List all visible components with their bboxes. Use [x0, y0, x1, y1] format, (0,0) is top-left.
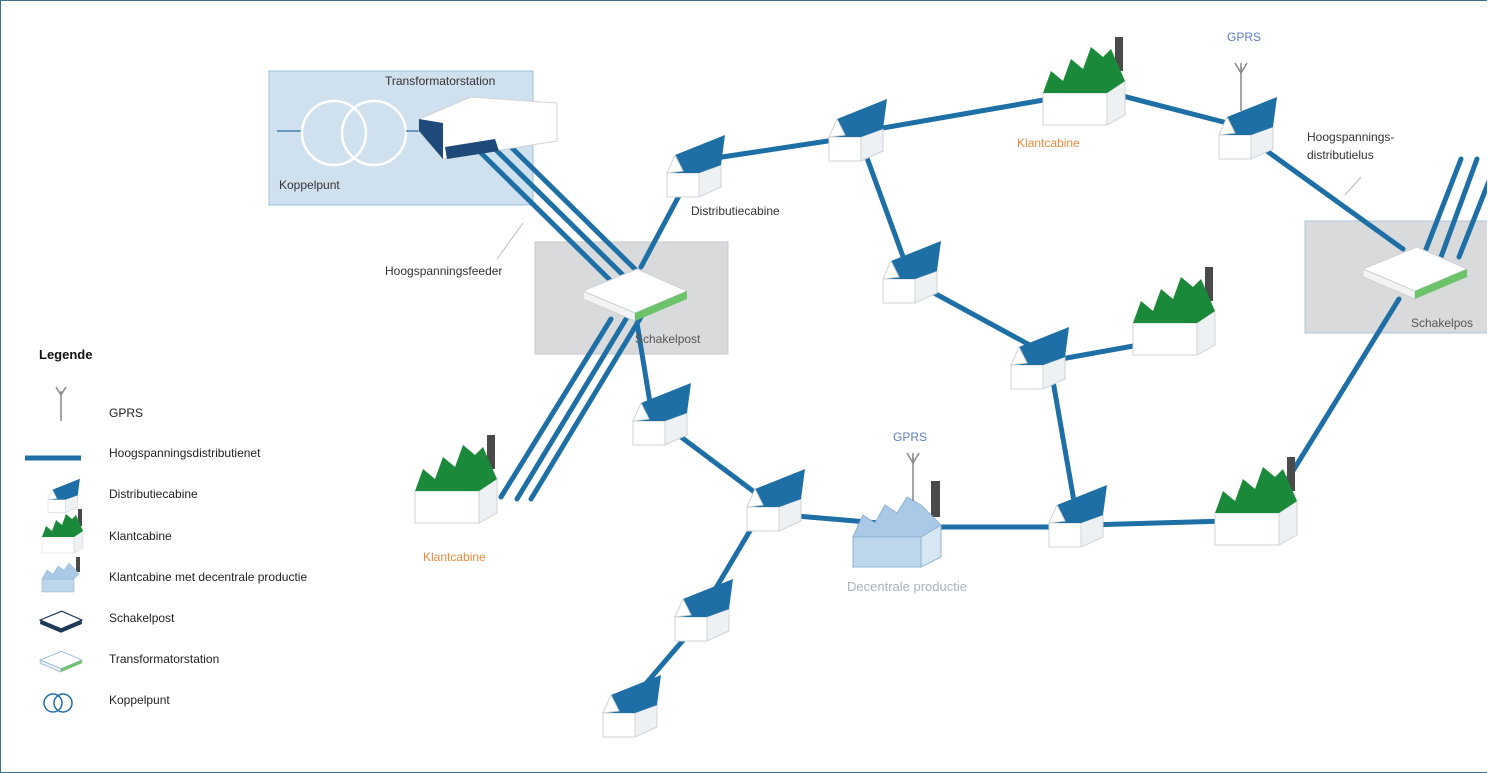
decentral-production-icon — [41, 557, 80, 593]
distribution-cabin — [1010, 326, 1070, 390]
gprs-antenna-icon — [55, 386, 67, 421]
loop-leader-line — [1344, 176, 1362, 196]
distribution-cabin-icon — [47, 478, 81, 514]
switching-post-icon — [38, 610, 84, 633]
customer-cabin — [1214, 456, 1298, 546]
label-klantcabine-left: Klantcabine — [423, 550, 486, 564]
distribution-cabin — [666, 134, 726, 198]
legend: Legende GPRS Hoogspanningsdistributienet… — [25, 347, 307, 713]
customer-cabin — [1042, 36, 1126, 126]
legend-label-decentrale: Klantcabine met decentrale productie — [109, 570, 307, 584]
legend-label-gprs: GPRS — [109, 406, 143, 420]
coupling-point-icon — [43, 693, 73, 713]
label-hoogspanningsfeeder: Hoogspanningsfeeder — [385, 264, 502, 278]
legend-title: Legende — [39, 347, 92, 362]
legend-label-net: Hoogspanningsdistributienet — [109, 446, 261, 460]
feeder-leader-line — [496, 222, 524, 260]
distribution-cabin — [828, 98, 888, 162]
distribution-cabin — [746, 468, 806, 532]
legend-label-distributiecabine: Distributiecabine — [109, 487, 198, 501]
label-koppelpunt: Koppelpunt — [279, 178, 340, 192]
legend-label-schakelpost: Schakelpost — [109, 611, 175, 625]
legend-label-klantcabine: Klantcabine — [109, 529, 172, 543]
gprs-antenna-icon — [906, 452, 920, 502]
legend-label-koppelpunt: Koppelpunt — [109, 693, 170, 707]
distribution-cabin — [602, 674, 662, 738]
gprs-antenna-icon — [1234, 62, 1248, 112]
distribution-cabin — [1048, 484, 1108, 548]
label-hoogspannings-line1: Hoogspannings- — [1307, 130, 1394, 144]
distribution-cabin — [1218, 96, 1278, 160]
label-decentrale-productie: Decentrale productie — [847, 579, 967, 594]
customer-cabin — [1132, 266, 1216, 356]
label-transformatorstation: Transformatorstation — [385, 74, 495, 88]
label-hoogspannings-line2: distributielus — [1307, 148, 1374, 162]
label-klantcabine-top: Klantcabine — [1017, 136, 1080, 150]
transformer-station — [418, 96, 558, 160]
decentral-production-building — [852, 481, 942, 568]
customer-cabin-icon — [41, 508, 84, 554]
distribution-cabin — [632, 382, 692, 446]
distribution-cabin — [882, 240, 942, 304]
label-distributiecabine: Distributiecabine — [691, 204, 780, 218]
label-gprs-bottom: GPRS — [893, 430, 927, 444]
customer-cabin — [414, 434, 498, 524]
legend-label-transformatorstation: Transformatorstation — [109, 652, 219, 666]
coupling-point-icon — [277, 99, 423, 167]
distribution-cabin — [674, 578, 734, 642]
label-schakelpost-left: Schakelpost — [635, 332, 701, 346]
cables — [476, 90, 1487, 704]
label-schakelpost-right: Schakelpos — [1411, 316, 1473, 330]
transformer-station-icon — [39, 650, 83, 673]
label-gprs-top: GPRS — [1227, 30, 1261, 44]
